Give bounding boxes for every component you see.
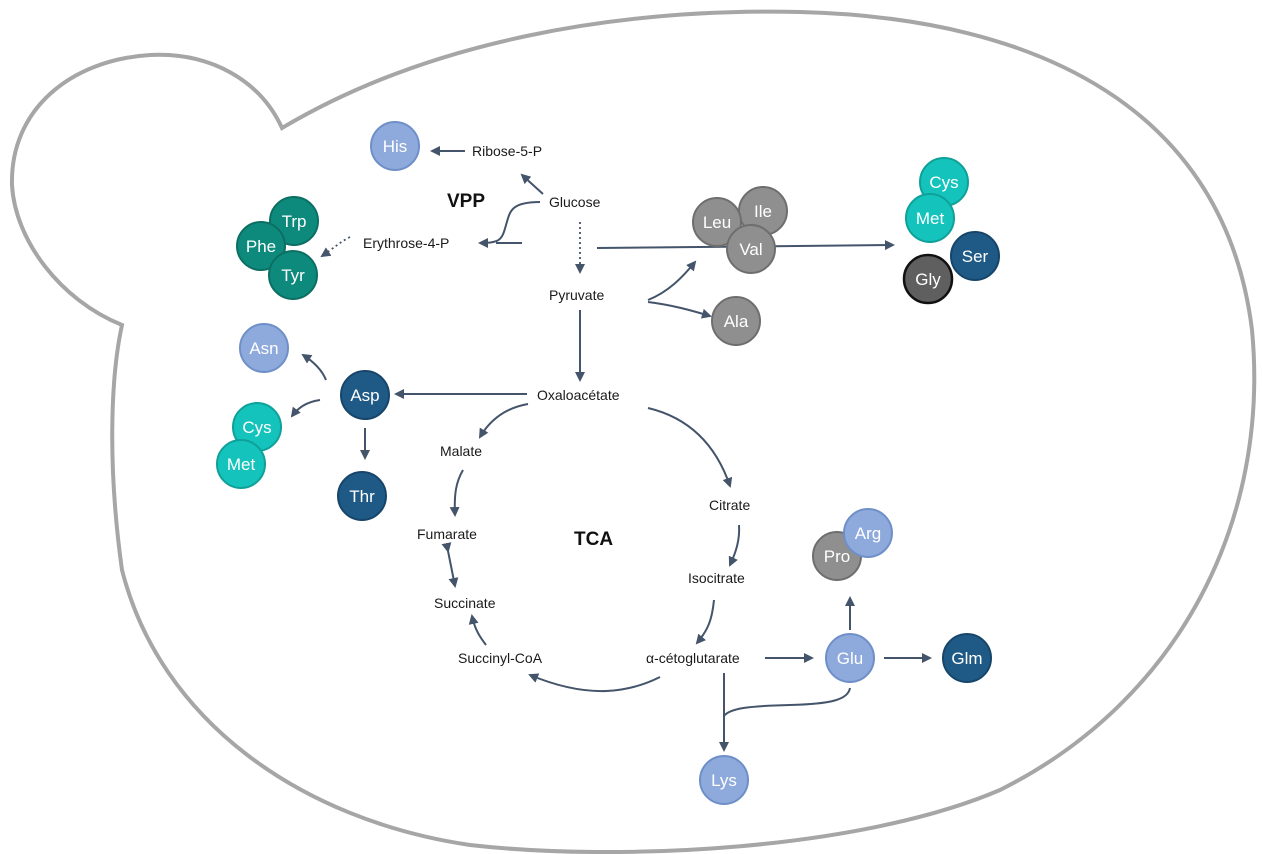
label-trp: Trp bbox=[282, 212, 307, 231]
arrow-asp-to-asn bbox=[301, 353, 327, 381]
node-lys: Lys bbox=[699, 755, 749, 805]
label-tyr: Tyr bbox=[281, 266, 305, 285]
arrow-erythrose-to-aromatic bbox=[320, 236, 351, 258]
label-citrate: Citrate bbox=[709, 497, 750, 513]
label-gly: Gly bbox=[915, 270, 941, 289]
node-val: Val bbox=[726, 224, 776, 274]
section-label-tca: TCA bbox=[574, 529, 613, 550]
label-thr: Thr bbox=[349, 487, 375, 506]
label-succinyl-coa: Succinyl-CoA bbox=[458, 650, 543, 666]
label-ser: Ser bbox=[962, 247, 989, 266]
arrow-fumarate-succinate bbox=[441, 542, 459, 588]
arrow-glucose-to-ribose bbox=[520, 173, 544, 195]
label-glm: Glm bbox=[951, 649, 982, 668]
arrow-pyruvate-to-ala bbox=[647, 301, 712, 319]
label-ala: Ala bbox=[724, 312, 749, 331]
pathway-arrows bbox=[290, 146, 932, 752]
label-alpha-ketoglutarate: α-cétoglutarate bbox=[646, 650, 740, 666]
label-oxaloacetate: Oxaloacétate bbox=[537, 387, 620, 403]
node-glu: Glu bbox=[825, 633, 875, 683]
node-asp: Asp bbox=[340, 370, 390, 420]
label-arg: Arg bbox=[855, 524, 881, 543]
amino-acid-nodes: His Trp Phe Tyr Ile Leu Val bbox=[216, 121, 1000, 805]
label-isocitrate: Isocitrate bbox=[688, 570, 745, 586]
metabolite-labels: Ribose-5-P Glucose Erythrose-4-P Pyruvat… bbox=[363, 143, 750, 666]
arrow-malate-to-fumarate bbox=[449, 469, 464, 517]
label-his: His bbox=[383, 137, 408, 156]
arrow-oxaloacetate-to-citrate bbox=[647, 407, 733, 488]
yeast-cell-outline bbox=[9, 9, 1257, 854]
label-malate: Malate bbox=[440, 443, 482, 459]
arrow-isocitrate-to-alphakg bbox=[695, 599, 715, 645]
node-met-left: Met bbox=[216, 439, 266, 489]
node-leu: Leu bbox=[692, 197, 742, 247]
node-gly: Gly bbox=[902, 253, 954, 305]
arrow-glucose-to-erythrose bbox=[478, 201, 541, 248]
node-cys-left: Cys bbox=[232, 402, 282, 452]
label-phe: Phe bbox=[246, 237, 276, 256]
label-glucose: Glucose bbox=[549, 194, 601, 210]
label-cys-left: Cys bbox=[242, 418, 271, 437]
node-his: His bbox=[370, 121, 420, 171]
label-met-left: Met bbox=[227, 455, 256, 474]
label-ile: Ile bbox=[754, 202, 772, 221]
label-met-right: Met bbox=[916, 209, 945, 228]
label-asn: Asn bbox=[249, 339, 278, 358]
node-ser: Ser bbox=[950, 231, 1000, 281]
label-lys: Lys bbox=[711, 771, 737, 790]
label-fumarate: Fumarate bbox=[417, 526, 477, 542]
arrow-alphakg-to-succinylcoa bbox=[528, 673, 661, 692]
arrow-oxaloacetate-to-malate bbox=[478, 403, 529, 439]
label-glu: Glu bbox=[837, 649, 863, 668]
section-label-vpp: VPP bbox=[447, 191, 485, 212]
arrow-asp-to-cys-met bbox=[290, 399, 321, 418]
node-met-right: Met bbox=[905, 193, 955, 243]
node-arg: Arg bbox=[843, 508, 893, 558]
node-asn: Asn bbox=[239, 323, 289, 373]
branch-glu-to-lys bbox=[723, 687, 851, 717]
label-erythrose-4-p: Erythrose-4-P bbox=[363, 235, 449, 251]
node-tyr: Tyr bbox=[268, 250, 318, 300]
label-leu: Leu bbox=[703, 213, 731, 232]
arrow-succinylcoa-to-succinate bbox=[468, 614, 487, 646]
node-ala: Ala bbox=[711, 296, 761, 346]
node-thr: Thr bbox=[337, 471, 387, 521]
label-pyruvate: Pyruvate bbox=[549, 287, 604, 303]
label-ribose-5-p: Ribose-5-P bbox=[472, 143, 542, 159]
arrow-pyruvate-to-bcaa bbox=[647, 260, 697, 301]
label-val: Val bbox=[739, 240, 762, 259]
label-cys-right: Cys bbox=[929, 173, 958, 192]
label-asp: Asp bbox=[350, 386, 379, 405]
label-succinate: Succinate bbox=[434, 595, 496, 611]
node-phe: Phe bbox=[236, 221, 286, 271]
node-glm: Glm bbox=[942, 633, 992, 683]
label-pro: Pro bbox=[824, 547, 850, 566]
arrow-citrate-to-isocitrate bbox=[728, 524, 741, 567]
